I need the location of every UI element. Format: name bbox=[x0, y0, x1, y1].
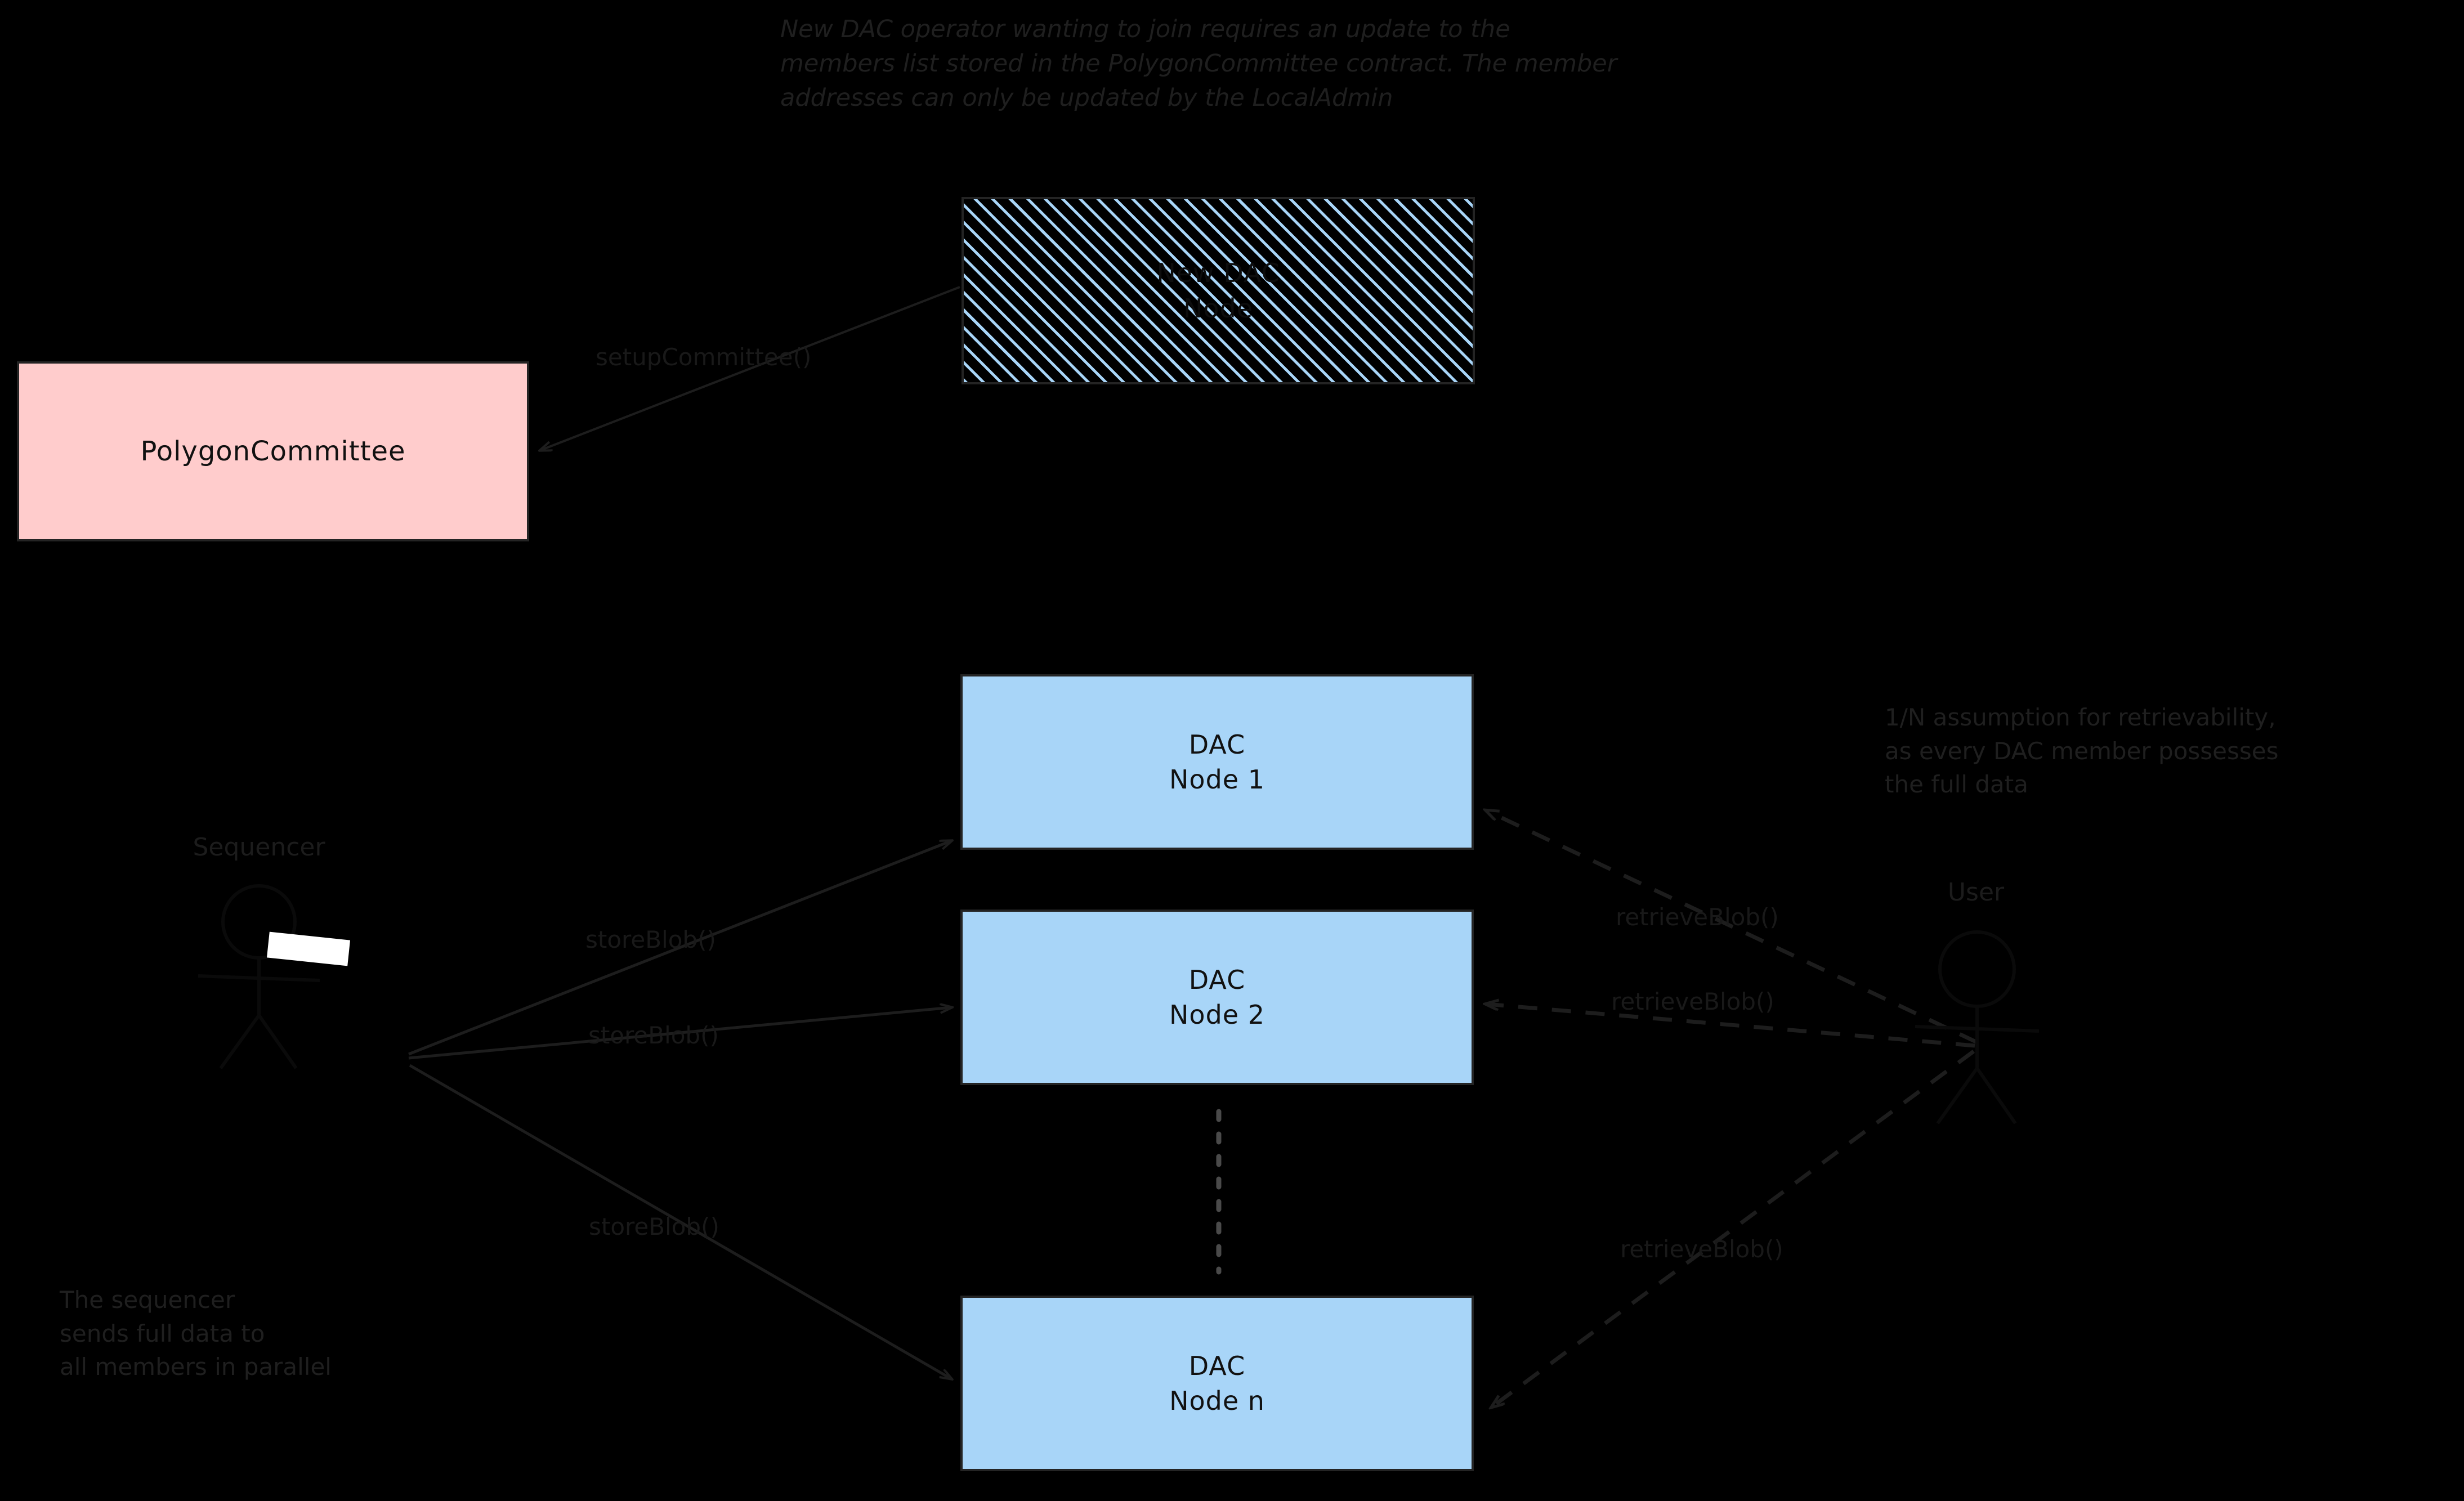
node-dac-node-n-label-line2: Node n bbox=[1169, 1386, 1265, 1416]
actor-user[interactable]: User bbox=[1880, 878, 2072, 1126]
node-dac-node-n[interactable]: DAC Node n bbox=[960, 1296, 1474, 1471]
edge-label-store-blob-3: storeBlob() bbox=[589, 1213, 719, 1240]
node-dac-node-2[interactable]: DAC Node 2 bbox=[960, 909, 1474, 1085]
edge-label-retrieve-blob-3: retrieveBlob() bbox=[1620, 1235, 1783, 1263]
edge-label-store-blob-2: storeBlob() bbox=[588, 1021, 719, 1049]
edge-label-retrieve-blob-1: retrieveBlob() bbox=[1616, 903, 1779, 931]
actor-sequencer[interactable]: Sequencer bbox=[169, 833, 349, 1069]
edge-label-setup-committee: setupCommittee() bbox=[596, 343, 812, 371]
node-polygon-committee[interactable]: PolygonCommittee bbox=[17, 361, 529, 541]
node-polygon-committee-label: PolygonCommittee bbox=[140, 435, 406, 467]
actor-user-label: User bbox=[1947, 878, 2005, 907]
node-dac-node-2-label-line1: DAC bbox=[1188, 964, 1246, 995]
node-dac-node-1-label-line2: Node 1 bbox=[1169, 764, 1265, 795]
node-dac-node-1-label-line1: DAC bbox=[1188, 729, 1246, 760]
node-new-dac-node-label-line1: New DAC bbox=[1156, 258, 1280, 289]
annotation-new-dac-operator: New DAC operator wanting to join require… bbox=[780, 15, 1617, 113]
node-new-dac-node-label-line2: Node bbox=[1183, 293, 1254, 324]
actor-sequencer-label: Sequencer bbox=[193, 833, 325, 862]
stick-figure-icon bbox=[198, 884, 320, 1069]
edge-label-store-blob-1: storeBlob() bbox=[585, 926, 716, 953]
node-dac-node-n-label-line1: DAC bbox=[1188, 1350, 1246, 1381]
node-dac-node-2-label-line2: Node 2 bbox=[1169, 1000, 1265, 1030]
edge-label-retrieve-blob-2: retrieveBlob() bbox=[1611, 988, 1774, 1015]
node-dac-node-1[interactable]: DAC Node 1 bbox=[960, 674, 1474, 850]
stick-figure-icon bbox=[1915, 930, 2040, 1124]
node-new-dac-node[interactable]: New DAC Node bbox=[962, 197, 1475, 384]
annotation-sequencer-parallel: The sequencer sends full data to all mem… bbox=[60, 1286, 332, 1381]
annotation-retrievability: 1/N assumption for retrievability, as ev… bbox=[1885, 704, 2279, 799]
